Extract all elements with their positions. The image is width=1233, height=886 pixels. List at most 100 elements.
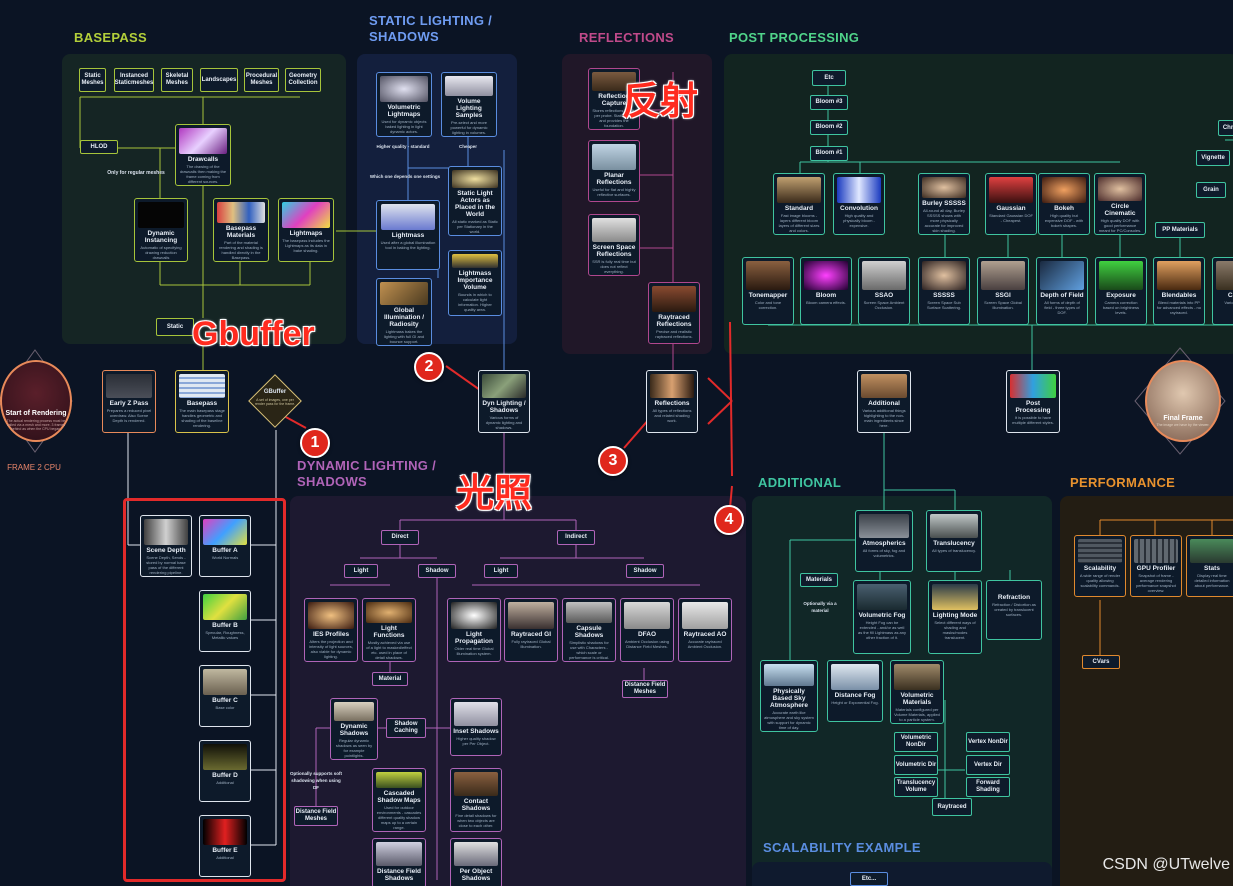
additional-chip-left-1[interactable]: Volumetric Dir [894, 755, 938, 775]
direct-shadow-chip[interactable]: Shadow [418, 564, 456, 578]
bloom-chip-3[interactable]: Bloom #3 [810, 95, 848, 110]
pp-chip-0[interactable]: Chr [1218, 120, 1233, 136]
basepass-chip-0[interactable]: Static Meshes [79, 68, 106, 92]
indirect-shadow-chip[interactable]: Shadow [626, 564, 664, 578]
indirect-light-chip[interactable]: Light [484, 564, 518, 578]
raytraced-chip[interactable]: Raytraced [932, 798, 972, 816]
scalability-node[interactable]: Scalability A wide range of render quali… [1074, 535, 1126, 597]
direct-light-chip[interactable]: Light [344, 564, 378, 578]
stats-node[interactable]: Stats Display real time detailed informa… [1186, 535, 1233, 597]
cascaded-shadow-maps-node[interactable]: Cascaded Shadow Maps Used for outdoor en… [372, 768, 426, 832]
hlod-chip[interactable]: HLOD [80, 140, 118, 154]
per-object-shadows-node[interactable]: Per Object Shadows [450, 838, 502, 886]
raytraced-reflections-node[interactable]: Raytraced Reflections Precise and realis… [648, 282, 700, 344]
atmospherics-node[interactable]: Atmospherics All forms of sky, fog and v… [855, 510, 913, 572]
additional-chip-right-1[interactable]: Vertex Dir [966, 755, 1010, 775]
additional-node[interactable]: Additional Various additional things hig… [857, 370, 911, 433]
dynamic-shadows-node[interactable]: Dynamic Shadows Regular dynamic shadows … [330, 698, 378, 760]
dynamic-instancing-node[interactable]: Dynamic Instancing Automatic of specifyi… [134, 198, 188, 262]
additional-chip-right-2[interactable]: Forward Shading [966, 777, 1010, 797]
dyn-lighting-node[interactable]: Dyn Lighting / Shadows Various forms of … [478, 370, 530, 433]
translucency-node[interactable]: Translucency All types of translucency. [926, 510, 982, 572]
volumetric-fog-node[interactable]: Volumetric Fog Height Fog can be extende… [853, 580, 911, 654]
final-frame-node[interactable] [1145, 360, 1221, 442]
materials-chip[interactable]: Materials [800, 573, 838, 587]
lightmass-node[interactable]: Lightmass Used after a global illuminati… [376, 200, 440, 270]
planar-reflections-node[interactable]: Planar Reflections Useful for flat and h… [588, 140, 640, 202]
static-light-actors-node[interactable]: Static Light Actors as Placed in the Wor… [448, 166, 502, 236]
distance-field-meshes-chip[interactable]: Distance Field Meshes [622, 680, 668, 698]
basepass-chip-1[interactable]: Instanced Staticmeshes [114, 68, 154, 92]
pp-materials-chip[interactable]: PP Materials [1155, 222, 1205, 238]
basepass-chip-5[interactable]: Geometry Collection [285, 68, 321, 92]
direct-chip[interactable]: Direct [381, 530, 419, 545]
basepass-chip-2[interactable]: Skeletal Meshes [161, 68, 193, 92]
physically-based-sky-node[interactable]: Physically Based Sky Atmosphere Accurate… [760, 660, 818, 732]
post-etc-chip[interactable]: Etc [812, 70, 846, 86]
pp-chip-2[interactable]: Grain [1196, 182, 1226, 198]
additional-chip-right-0[interactable]: Vertex NonDir [966, 732, 1010, 752]
ssr-node[interactable]: Screen Space Reflections SSR is fully re… [588, 214, 640, 276]
basepass-chip-4[interactable]: Procedural Meshes [244, 68, 279, 92]
shadow-caching-chip[interactable]: Shadow Caching [386, 718, 426, 738]
bloom-chip-2[interactable]: Bloom #2 [810, 120, 848, 135]
reflection-capture-node[interactable]: Reflection Capture Stores reflections lo… [588, 68, 640, 130]
additional-chip-left-2[interactable]: Translucency Volume [894, 777, 938, 797]
contact-shadows-node[interactable]: Contact Shadows Fine detail shadows for … [450, 768, 502, 832]
basepass-chip-3[interactable]: Landscapes [200, 68, 238, 92]
start-of-rendering-node[interactable] [0, 360, 72, 442]
basepass-materials-node[interactable]: Basepass Materials Part of the material … [213, 198, 269, 262]
lighting-mode-node[interactable]: Lighting Mode Select different ways of s… [928, 580, 982, 654]
volumetric-materials-node[interactable]: Volumetric Materials Materials configure… [890, 660, 944, 724]
gpu-profiler-node[interactable]: GPU Profiler Snapshot of frame - average… [1130, 535, 1182, 597]
global-illumination-node[interactable]: Global Illumination / Radiosity Lightmas… [376, 278, 432, 346]
pp-row2-node-8[interactable]: CamerVarious effects. [1212, 257, 1233, 325]
distance-fog-node[interactable]: Distance Fog Height or Exponential Fog. [827, 660, 883, 722]
lightmaps-node[interactable]: Lightmaps The basepass includes the Ligh… [278, 198, 334, 262]
pp-chip-1[interactable]: Vignette [1196, 150, 1230, 166]
cvars-chip[interactable]: CVars [1082, 655, 1120, 669]
material-chip[interactable]: Material [372, 672, 408, 686]
drawcalls-node[interactable]: Drawcalls The drawing of the drawcalls t… [175, 124, 231, 186]
distance-field-shadows-node[interactable]: Distance Field Shadows [372, 838, 426, 886]
reflections-node[interactable]: Reflections All types of reflections and… [646, 370, 698, 433]
lightmass-importance-node[interactable]: Lightmass Importance Volume Bounds in wh… [448, 250, 502, 316]
basepass-node[interactable]: Basepass The main basepass stage handles… [175, 370, 229, 433]
scalability-etc-chip[interactable]: Etc... [850, 872, 888, 886]
distance-field-meshes-chip-2[interactable]: Distance Field Meshes [294, 806, 338, 826]
early-z-pass-node[interactable]: Early Z Pass Prepares a reduced pixel ov… [102, 370, 156, 433]
bloom-chip-1[interactable]: Bloom #1 [810, 146, 848, 161]
refraction-node[interactable]: Refraction Refraction / Distortion as cr… [986, 580, 1042, 640]
inset-shadows-node[interactable]: Inset Shadows Higher quality shadow per … [450, 698, 502, 756]
post-processing-node[interactable]: Post Processing It is possible to have m… [1006, 370, 1060, 433]
volume-lighting-samples-node[interactable]: Volume Lighting Samples Pre-select and m… [441, 72, 497, 137]
additional-chip-left-0[interactable]: Volumetric NonDir [894, 732, 938, 752]
